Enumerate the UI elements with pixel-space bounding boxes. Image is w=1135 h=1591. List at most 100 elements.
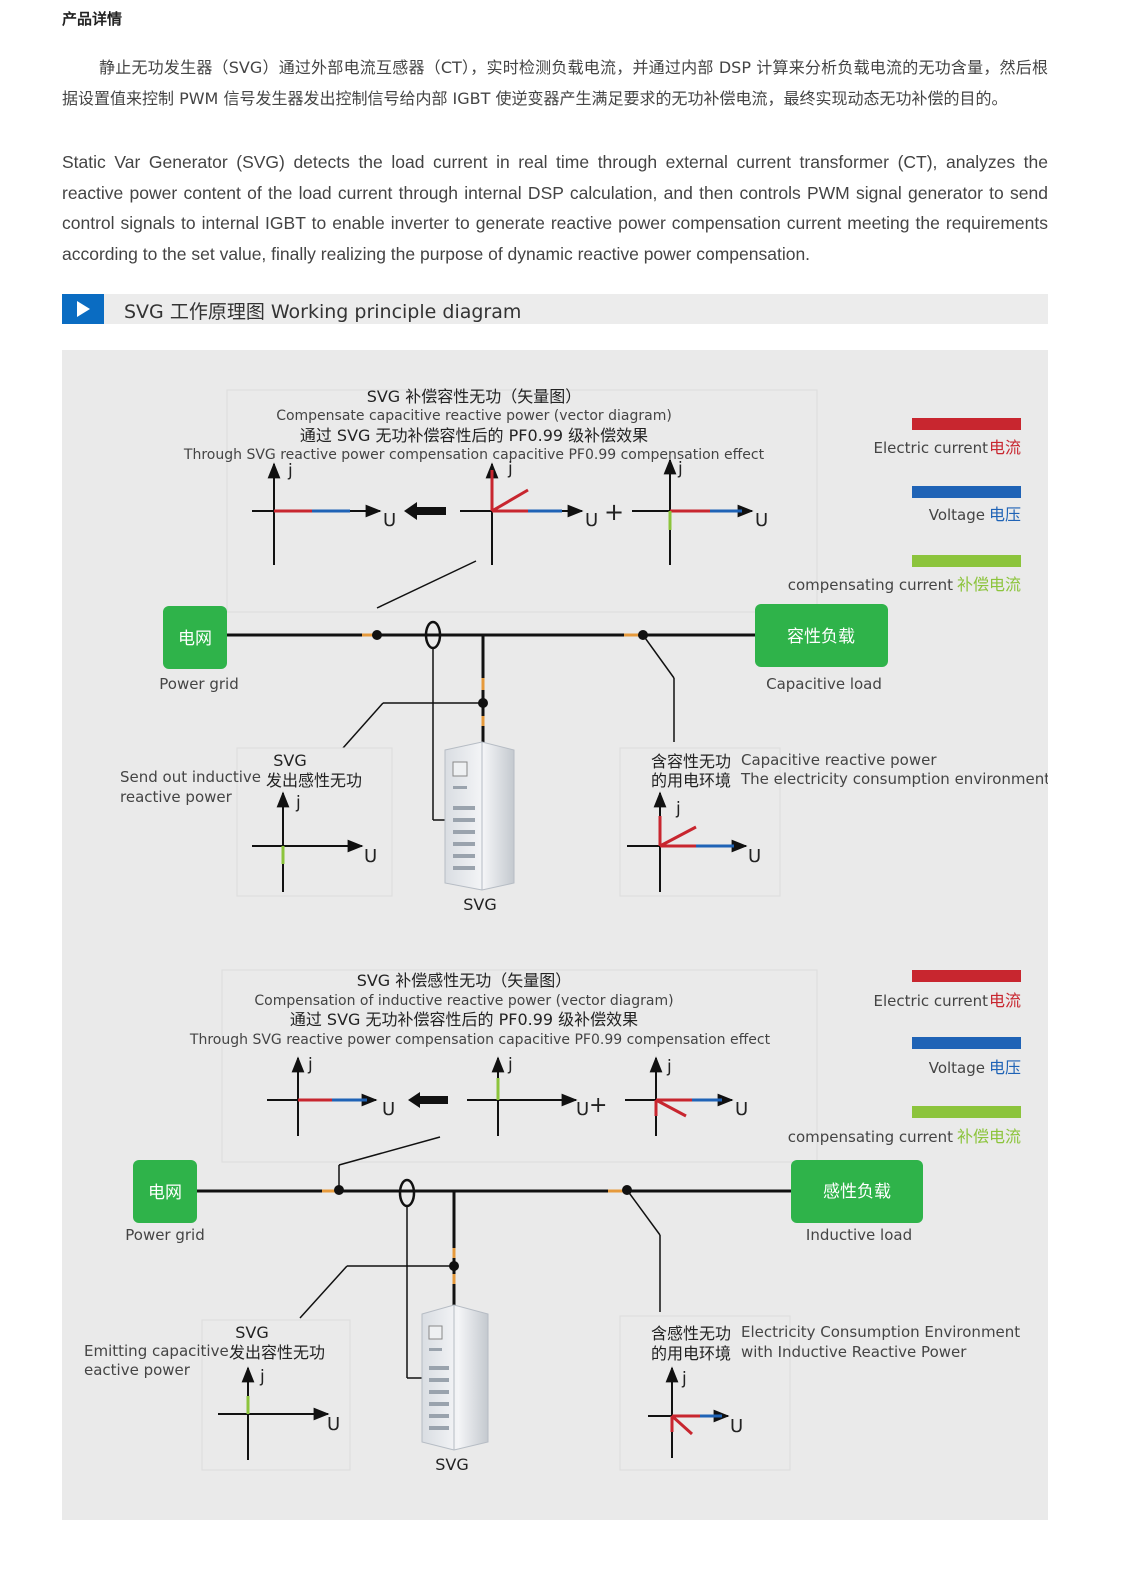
- legend-current-cn-2: 电流: [989, 991, 1021, 1010]
- plus-sign-2: +: [589, 1093, 607, 1118]
- capacitive-load-label: Capacitive load: [766, 675, 882, 693]
- svg-emit-cn-top: 发出感性无功: [266, 771, 362, 790]
- play-arrow-icon: [62, 294, 104, 324]
- bottom-section: SVG 补偿感性无功（矢量图） Compensation of inductiv…: [84, 969, 1021, 1474]
- svg-emit-title-bottom: SVG: [235, 1323, 269, 1342]
- svg-cabinet-label-top: SVG: [463, 895, 497, 914]
- power-grid-box-bottom: 电网: [133, 1160, 197, 1223]
- env-en-1-top: Capacitive reactive power: [741, 751, 937, 769]
- env-en-1-bottom: Electricity Consumption Environment: [741, 1323, 1020, 1341]
- bottom-title-cn: SVG 补偿感性无功（矢量图）: [357, 971, 572, 990]
- capacitive-load-box: 容性负载: [755, 604, 888, 667]
- legend-current-cn: 电流: [989, 438, 1021, 457]
- svg-text:U: U: [735, 1099, 748, 1120]
- bottom-title-en: Compensation of inductive reactive power…: [254, 993, 673, 1009]
- plus-sign: +: [604, 498, 624, 526]
- top-effect-en: Through SVG reactive power compensation …: [183, 447, 765, 463]
- top-vector-frame: [226, 389, 818, 613]
- svg-text:j: j: [259, 1367, 265, 1387]
- emitting-label-2: eactive power: [84, 1361, 191, 1379]
- legend-current-en-2: Electric current: [874, 992, 989, 1010]
- vector-diagram-svg-out-top: j U: [252, 791, 377, 892]
- svg-cabinet-top: [444, 741, 515, 891]
- svg-text:j: j: [507, 1055, 513, 1075]
- send-out-label-2: reactive power: [120, 788, 233, 806]
- vector-diagram-5: j U +: [467, 1055, 607, 1136]
- vector-diagram-6: j U: [625, 1056, 748, 1136]
- left-arrow-icon: [404, 502, 446, 520]
- env-en-2-top: The electricity consumption environment: [740, 770, 1048, 788]
- svg-text:U: U: [730, 1416, 743, 1437]
- send-out-label-1: Send out inductive: [120, 768, 261, 786]
- working-principle-diagram: SVG 补偿容性无功（矢量图） Compensate capacitive re…: [62, 350, 1050, 1520]
- legend-comp-cn: 补偿电流: [957, 575, 1021, 594]
- env-en-2-bottom: with Inductive Reactive Power: [741, 1343, 967, 1361]
- svg-text:j: j: [677, 459, 683, 479]
- vector-diagram-env-top: j U: [627, 791, 761, 892]
- legend-voltage-cn: 电压: [989, 505, 1021, 524]
- diagram-section-header: SVG 工作原理图 Working principle diagram: [62, 294, 1048, 324]
- svg-text:U: U: [755, 510, 768, 531]
- vector-diagram-1: j U: [252, 461, 396, 565]
- top-effect-cn: 通过 SVG 无功补偿容性后的 PF0.99 级补偿效果: [300, 426, 648, 445]
- svg-text:容性负载: 容性负载: [787, 627, 855, 647]
- bottom-effect-en: Through SVG reactive power compensation …: [189, 1032, 771, 1048]
- top-title-cn: SVG 补偿容性无功（矢量图）: [367, 387, 582, 406]
- svg-text:U: U: [748, 846, 761, 867]
- legend-comp-cn-2: 补偿电流: [957, 1127, 1021, 1146]
- vector-diagram-3: j U: [632, 458, 768, 565]
- legend-voltage-en-2: Voltage: [929, 1059, 985, 1077]
- legend-current-en: Electric current: [874, 439, 989, 457]
- legend-voltage-en: Voltage: [929, 506, 985, 524]
- svg-cabinet-bottom: [421, 1304, 489, 1451]
- env-cn-2-bottom: 的用电环境: [651, 1344, 731, 1363]
- top-title-en: Compensate capacitive reactive power (ve…: [276, 408, 672, 424]
- left-arrow-icon-2: [408, 1092, 448, 1108]
- product-details-heading: 产品详情: [62, 10, 123, 28]
- top-section: SVG 补偿容性无功（矢量图） Compensate capacitive re…: [120, 387, 1050, 914]
- svg-text:U: U: [585, 510, 598, 531]
- env-cn-2-top: 的用电环境: [651, 771, 731, 790]
- legend-top: Electric current 电流 Voltage 电压 compensat…: [788, 418, 1021, 594]
- svg-text:U: U: [383, 510, 396, 531]
- vector-diagram-env-bottom: j U: [648, 1366, 743, 1458]
- svg-text:j: j: [681, 1369, 687, 1389]
- svg-text:U: U: [576, 1099, 589, 1120]
- env-cn-1-bottom: 含感性无功: [651, 1324, 731, 1343]
- power-grid-box-top: 电网: [163, 606, 227, 669]
- svg-text:电网: 电网: [148, 1183, 182, 1203]
- svg-text:U: U: [382, 1099, 395, 1120]
- svg-emit-cn-bottom: 发出容性无功: [229, 1343, 325, 1362]
- legend-voltage-cn-2: 电压: [989, 1058, 1021, 1077]
- svg-text:感性负载: 感性负载: [823, 1182, 891, 1202]
- vector-diagram-2: j U +: [460, 459, 624, 565]
- emitting-label-1: Emitting capacitive: [84, 1342, 229, 1360]
- intro-chinese-paragraph: 静止无功发生器（SVG）通过外部电流互感器（CT），实时检测负载电流，并通过内部…: [62, 58, 1048, 108]
- svg-text:j: j: [287, 461, 293, 481]
- inductive-load-box: 感性负载: [791, 1160, 923, 1223]
- env-cn-1-top: 含容性无功: [651, 752, 731, 771]
- bottom-effect-cn: 通过 SVG 无功补偿容性后的 PF0.99 级补偿效果: [290, 1010, 638, 1029]
- vector-diagram-4: j U: [267, 1055, 395, 1136]
- bottom-vector-frame: [221, 969, 818, 1163]
- svg-text:j: j: [295, 793, 301, 813]
- svg-text:U: U: [364, 846, 377, 867]
- diagram-background: [62, 350, 1048, 1520]
- svg-text:j: j: [307, 1055, 313, 1075]
- legend-comp-en-2: compensating current: [788, 1128, 953, 1146]
- svg-text:电网: 电网: [178, 629, 212, 649]
- svg-emit-title-top: SVG: [273, 751, 307, 770]
- svg-text:U: U: [327, 1414, 340, 1435]
- svg-text:j: j: [666, 1057, 672, 1077]
- svg-text:j: j: [507, 459, 513, 479]
- power-grid-label-bottom: Power grid: [125, 1226, 205, 1244]
- diagram-section-title: SVG 工作原理图 Working principle diagram: [124, 301, 522, 323]
- inductive-load-label: Inductive load: [806, 1226, 912, 1244]
- intro-english-paragraph: Static Var Generator (SVG) detects the l…: [62, 152, 1048, 264]
- svg-text:j: j: [675, 799, 681, 819]
- svg-cabinet-label-bottom: SVG: [435, 1455, 469, 1474]
- vector-diagram-svg-out-bottom: j U: [218, 1366, 340, 1460]
- legend-bottom: Electric current 电流 Voltage 电压 compensat…: [788, 970, 1021, 1146]
- power-grid-label-top: Power grid: [159, 675, 239, 693]
- legend-comp-en: compensating current: [788, 576, 953, 594]
